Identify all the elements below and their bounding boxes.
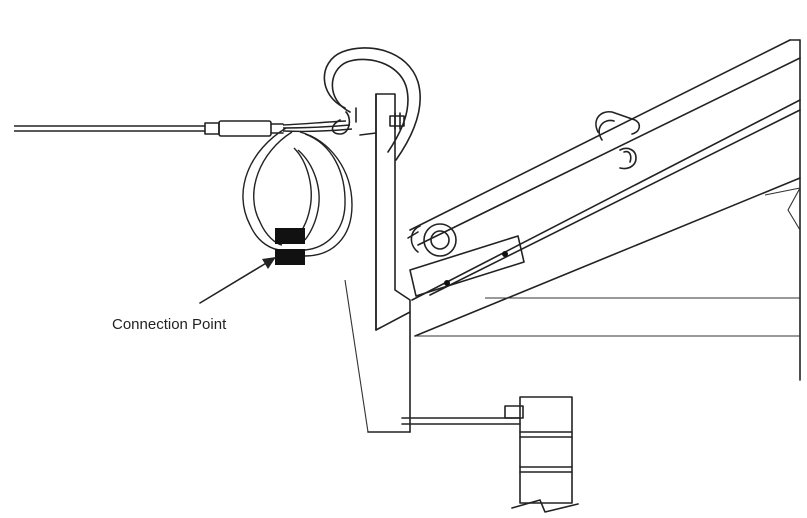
support-column <box>511 396 579 513</box>
connection-point-label: Connection Point <box>112 316 227 333</box>
callout-arrow <box>199 257 276 304</box>
vertical-post <box>359 93 411 331</box>
right-wall <box>415 39 802 381</box>
cable-fan <box>282 120 353 133</box>
top-hook <box>323 47 421 161</box>
angled-rail <box>409 39 801 337</box>
lower-bracket <box>344 279 524 433</box>
connection-point-blocks <box>275 228 305 265</box>
mounting-plate <box>409 235 525 297</box>
rail-hook <box>595 110 641 170</box>
incoming-cable <box>14 125 205 132</box>
lower-roller <box>407 223 457 257</box>
cable-connector <box>204 120 284 137</box>
